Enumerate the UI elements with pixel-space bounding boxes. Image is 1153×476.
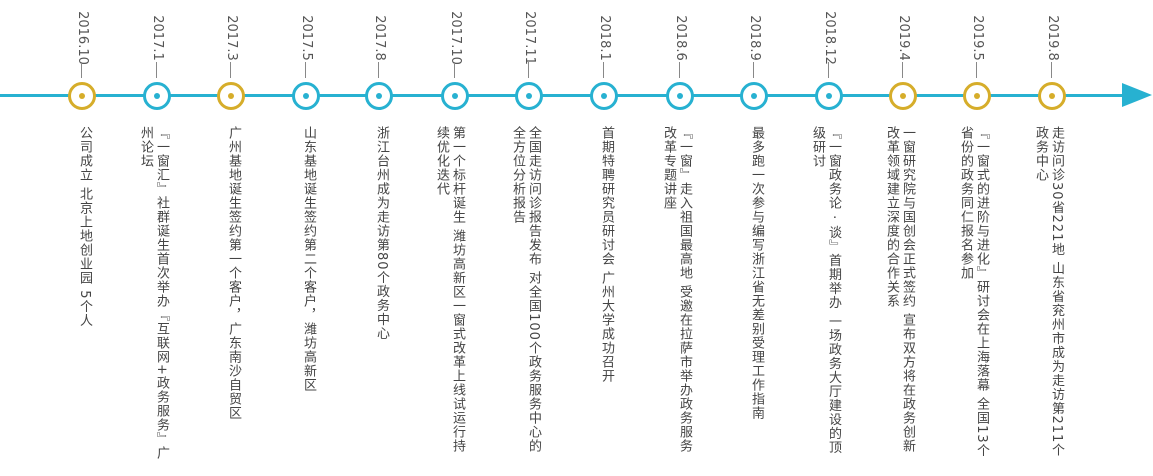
- event-description: 『一窗政务论 · 谈』首期举办 一场政务大厅建设的顶级研讨: [810, 126, 841, 455]
- event-description: 『一窗汇』社群诞生首次举办『互联网+政务服务』广州论坛: [138, 126, 169, 460]
- event-tick: [305, 62, 306, 78]
- event-tick: [378, 62, 379, 78]
- event-date: 2019.5: [970, 15, 985, 61]
- event-description: 一窗研究院与国创会正式签约 宣布双方将在政务创新改革领域建立深度的合作关系: [884, 126, 915, 454]
- event-dot-icon: [217, 82, 245, 110]
- event-description: 走访问诊30省221地 山东省兖州市成为走访第211个政务中心: [1033, 126, 1064, 458]
- event-date: 2017.5: [299, 15, 314, 61]
- event-description: 全国走访问诊报告发布 对全国100个政务服务中心的全方位分析报告: [510, 126, 541, 453]
- event-dot-icon: [963, 82, 991, 110]
- event-dot-icon: [815, 82, 843, 110]
- event-dot-icon: [1038, 82, 1066, 110]
- event-tick: [81, 62, 82, 78]
- event-tick: [230, 62, 231, 78]
- event-date: 2018.6: [673, 15, 688, 61]
- event-dot-icon: [68, 82, 96, 110]
- event-date: 2017.8: [372, 15, 387, 61]
- event-dot-icon: [143, 82, 171, 110]
- event-dot-icon: [441, 82, 469, 110]
- event-dot-icon: [740, 82, 768, 110]
- event-dot-icon: [889, 82, 917, 110]
- event-tick: [679, 62, 680, 78]
- event-date: 2018.9: [747, 15, 762, 61]
- event-description: 广州基地诞生签约第一个客户，广东南沙自贸区: [226, 126, 241, 420]
- event-tick: [1051, 62, 1052, 78]
- event-dot-icon: [515, 82, 543, 110]
- event-description: 山东基地诞生签约第二个客户，潍坊高新区: [301, 126, 316, 392]
- event-dot-icon: [590, 82, 618, 110]
- event-tick: [828, 62, 829, 78]
- event-description: 浙江台州成为走访第80个政务中心: [374, 126, 389, 341]
- event-tick: [528, 62, 529, 78]
- event-tick: [902, 62, 903, 78]
- event-description: 第一个标杆诞生 潍坊高新区一窗式改革上线试运行持续优化迭代: [434, 126, 465, 454]
- event-date: 2016.10: [75, 11, 90, 65]
- event-tick: [454, 62, 455, 78]
- event-dot-icon: [666, 82, 694, 110]
- event-date: 2017.1: [150, 15, 165, 61]
- event-date: 2018.12: [822, 11, 837, 65]
- event-date: 2019.8: [1045, 15, 1060, 61]
- timeline-axis: [0, 94, 1128, 97]
- event-date: 2019.4: [896, 15, 911, 61]
- event-tick: [156, 62, 157, 78]
- event-description: 『一窗式的进阶与进化』研讨会在上海落幕 全国13个省份的政务同仁报名参加: [958, 126, 989, 458]
- event-dot-icon: [365, 82, 393, 110]
- timeline-arrow-icon: [1122, 83, 1152, 107]
- event-date: 2018.1: [597, 15, 612, 61]
- event-dot-icon: [292, 82, 320, 110]
- event-date: 2017.3: [224, 15, 239, 61]
- event-description: 首期特聘研究员研讨会 广州大学成功召开: [599, 126, 614, 384]
- event-description: 公司成立 北京上地创业园 5个人: [77, 126, 92, 328]
- event-date: 2017.11: [522, 11, 537, 65]
- event-description: 最多跑一次参与编写浙江省无差别受理工作指南: [749, 126, 764, 420]
- event-date: 2017.10: [448, 11, 463, 65]
- event-tick: [976, 62, 977, 78]
- event-description: 『一窗』走入祖国最高地 受邀在拉萨市举办政务服务改革专题讲座: [661, 126, 692, 454]
- event-tick: [603, 62, 604, 78]
- event-tick: [753, 62, 754, 78]
